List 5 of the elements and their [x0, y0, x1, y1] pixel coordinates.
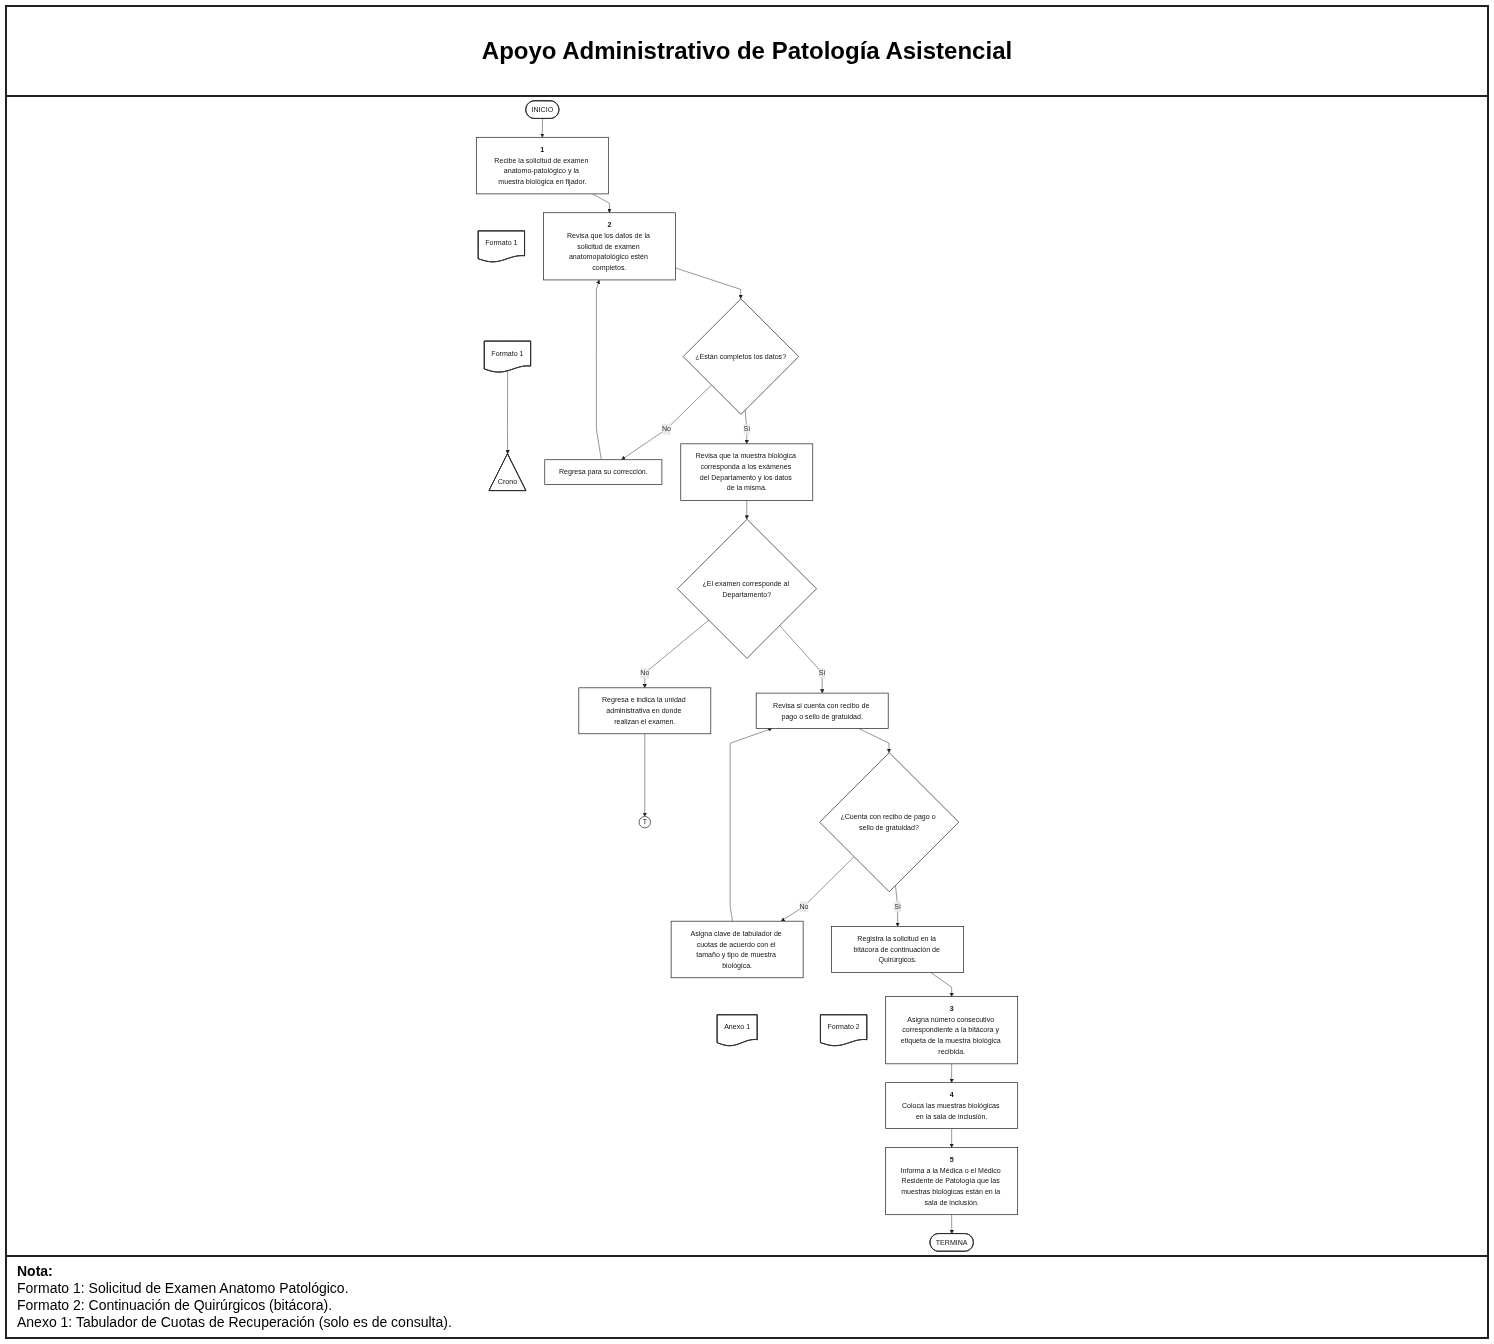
diagram-title: Apoyo Administrativo de Patología Asistencial — [7, 7, 1487, 97]
note-text: Anexo 1: Tabulador de Cuotas de Recuperación (solo es de consulta). — [17, 1314, 453, 1331]
note-text: Nota: — [17, 1263, 54, 1280]
note-text: Formato 1: Solicitud de Examen Anatomo Patológico. — [17, 1280, 350, 1297]
note-text: Formato 2: Continuación de Quirúrgicos (bitácora). — [17, 1297, 334, 1314]
